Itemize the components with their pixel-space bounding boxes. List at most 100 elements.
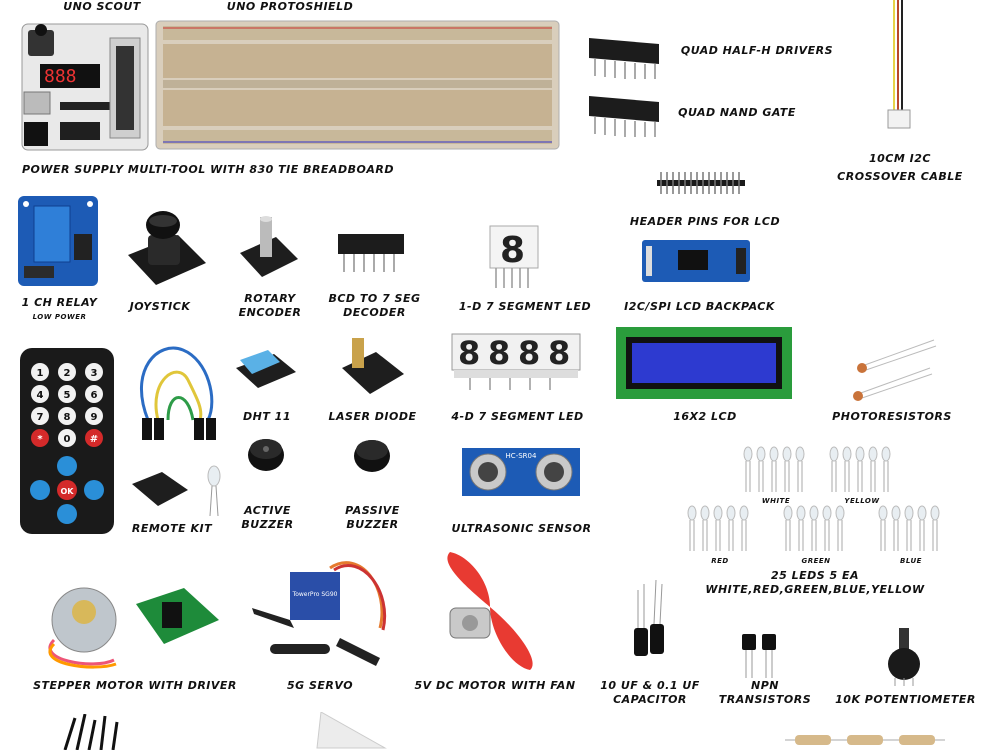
led (835, 505, 845, 521)
remote-button[interactable] (85, 407, 103, 425)
label-cap-1: 10 uF & 0.1 uF (600, 679, 700, 692)
led (855, 446, 865, 462)
photoresistors (848, 336, 938, 404)
lcd-backpack (640, 238, 752, 286)
remote-button[interactable] (85, 385, 103, 403)
label-led-blue: Blue (900, 557, 922, 565)
quad-half-h-chip (585, 30, 665, 80)
label-cap-2: Capacitor (613, 693, 687, 706)
label-dc-motor: 5V DC Motor with Fan (414, 679, 576, 692)
label-led-red: Red (711, 557, 729, 565)
remote-button[interactable] (58, 363, 76, 381)
led (829, 446, 839, 462)
resistors (785, 730, 945, 750)
label-lcd-backpack: I2C/SPI LCD Backpack (624, 300, 775, 313)
quad-nand-chip (585, 90, 665, 140)
led (783, 505, 793, 521)
label-npn-1: NPN (751, 679, 779, 692)
ultrasonic-sensor: HC-SR04 (460, 446, 582, 502)
micro-servo: TowerPro SG90 (250, 548, 400, 673)
remote-button-label: 8 (64, 412, 71, 423)
remote-button[interactable] (85, 363, 103, 381)
label-rotary-1: Rotary (244, 292, 296, 305)
label-rotary-2: Encoder (238, 306, 302, 319)
leds-red (684, 505, 756, 553)
remote-button[interactable] (58, 407, 76, 425)
stepper-motor-with-driver (14, 580, 219, 675)
label-joystick: Joystick (129, 300, 191, 313)
potentiometer[interactable] (885, 626, 925, 686)
label-led-green: Green (801, 557, 831, 565)
i2c-cable (880, 0, 920, 140)
led (713, 505, 723, 521)
servo-chip-text: TowerPro SG90 (292, 591, 338, 598)
label-stepper: Stepper Motor with Driver (33, 679, 237, 692)
jumper-wires-bundle (55, 714, 135, 750)
dht11-sensor (232, 348, 298, 392)
label-bcd-2: Decoder (343, 306, 406, 319)
leds-blue (875, 505, 947, 553)
remote-button-label: 7 (37, 412, 44, 423)
label-active-2: Buzzer (241, 518, 294, 531)
led (782, 446, 792, 462)
leds-white (740, 446, 812, 494)
active-buzzer (244, 433, 290, 473)
label-lcd: 16x2 LCD (673, 410, 737, 423)
led (878, 505, 888, 521)
seven-segment-1d: 8 (488, 224, 540, 290)
label-uno-scout: Uno Scout (63, 0, 141, 13)
label-seg4: 4-D 7 Segment LED (451, 410, 584, 423)
label-seg1: 1-D 7 Segment LED (458, 300, 592, 313)
led (917, 505, 927, 521)
label-led-yellow: Yellow (844, 497, 880, 505)
remote-button[interactable] (31, 429, 49, 447)
led (904, 505, 914, 521)
label-laser: Laser Diode (328, 410, 417, 423)
remote-button-label: 3 (91, 368, 98, 379)
remote-button[interactable] (85, 429, 103, 447)
leds-yellow (826, 446, 898, 494)
label-power-supply: Power Supply Multi-Tool with 830 Tie Bre… (22, 163, 394, 176)
led (891, 505, 901, 521)
leds-green (780, 505, 852, 553)
remote-button[interactable] (31, 407, 49, 425)
label-i2c-2: Crossover Cable (837, 170, 963, 183)
remote-button[interactable] (58, 429, 76, 447)
remote-button[interactable] (58, 385, 76, 403)
label-dht: DHT 11 (243, 410, 291, 423)
header-pins (655, 172, 747, 194)
breadboard-830 (155, 20, 560, 150)
seven-segment-4d: 8 8 8 8 (450, 332, 584, 392)
label-npn-2: Transistors (718, 693, 812, 706)
remote-button-label: 4 (37, 390, 44, 401)
label-leds-2: White,Red,Green,Blue,Yellow (705, 583, 925, 596)
label-uno-protoshield: Uno Protoshield (226, 0, 354, 13)
label-leds-1: 25 LEDs 5 ea (770, 569, 860, 582)
joystick-module (118, 205, 208, 290)
label-passive-2: Buzzer (346, 518, 399, 531)
remote-button[interactable] (31, 363, 49, 381)
laser-diode-module (338, 334, 408, 398)
bcd-chip (336, 230, 408, 276)
remote-button-label: * (37, 434, 43, 445)
remote-ok-label: OK (61, 487, 75, 496)
remote-button[interactable] (31, 385, 49, 403)
dc-motor-fan (420, 552, 570, 672)
led (868, 446, 878, 462)
label-relay-sub: Low Power (32, 313, 87, 321)
led (796, 505, 806, 521)
seg4-digit-2: 8 (488, 334, 510, 372)
label-passive-1: Passive (345, 504, 400, 517)
label-bcd-1: BCD to 7 Seg (328, 292, 421, 305)
label-i2c-1: 10cm I2C (869, 152, 931, 165)
capacitors (628, 580, 678, 672)
label-active-1: Active (244, 504, 291, 517)
relay-module (16, 194, 100, 289)
npn-transistors (740, 630, 782, 680)
led (769, 446, 779, 462)
label-remote-kit: Remote Kit (131, 522, 213, 535)
led (743, 446, 753, 462)
remote-button-label: # (90, 434, 98, 445)
remote-button-label: 0 (64, 434, 71, 445)
